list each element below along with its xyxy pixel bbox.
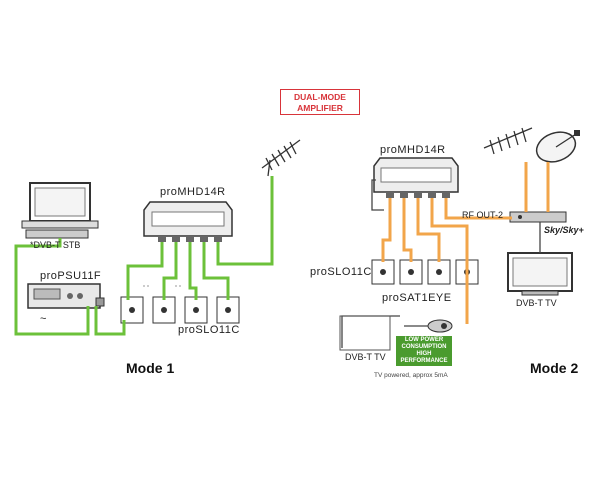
satellite-dish: [535, 130, 580, 163]
mode2-tv-right: [507, 252, 573, 296]
sky-label: Sky/Sky+: [544, 225, 584, 235]
mode1-amplifier-label: proMHD14R: [160, 186, 226, 198]
mode1-outlets-label: proSLO11C: [178, 324, 240, 336]
mode1-amplifier: [143, 201, 233, 242]
badge-line-4: PERFORMANCE: [400, 358, 448, 364]
mode2-label: Mode 2: [530, 360, 579, 376]
footnote: TV powered, approx 5mA: [374, 372, 448, 379]
mode1-antenna: [261, 139, 301, 177]
mode2-outlets-label: proSLO11C: [310, 266, 372, 278]
mode2-tv-left-label: DVB-T TV: [345, 352, 386, 362]
mode1-label: Mode 1: [126, 360, 175, 376]
mode2-amplifier: [373, 157, 459, 198]
mode2-tv-right-label: DVB-T TV: [516, 298, 557, 308]
mode2-cables: [381, 162, 550, 324]
mode2-outlets: [371, 259, 479, 285]
mode2-antenna: [483, 127, 533, 155]
stb-label: *DVB-T STB: [30, 240, 81, 250]
low-power-badge: LOW POWER CONSUMPTION HIGH PERFORMANCE: [396, 336, 452, 366]
mode1-tv: [21, 182, 99, 229]
stb-box: [25, 229, 89, 239]
mode2-tv-left: [339, 315, 391, 351]
badge-line-3: HIGH: [416, 351, 432, 357]
badge-line-1: LOW POWER: [404, 337, 444, 343]
mode1-cables: [14, 176, 274, 336]
badge-line-2: CONSUMPTION: [401, 344, 447, 350]
sat-eye-device: [427, 319, 453, 333]
psu-device: [27, 283, 105, 309]
dual-mode-label: DUAL-MODE AMPLIFIER: [294, 92, 346, 113]
sky-box: [509, 211, 567, 223]
psu-label: proPSU11F: [40, 270, 102, 282]
mode1-outlets: [120, 296, 240, 324]
sat-eye-label: proSAT1EYE: [382, 292, 452, 304]
rf-out-label: RF OUT-2: [462, 210, 504, 220]
dual-mode-badge: DUAL-MODE AMPLIFIER: [280, 89, 360, 115]
ac-symbol: ~: [40, 313, 47, 325]
mode2-amplifier-label: proMHD14R: [380, 144, 446, 156]
